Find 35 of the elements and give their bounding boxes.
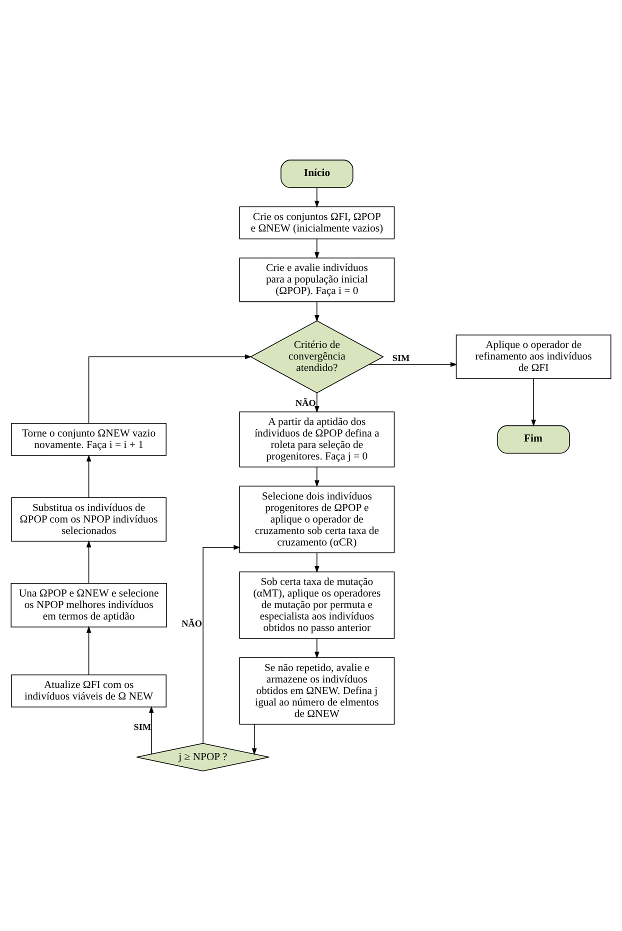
arrow bbox=[368, 362, 458, 367]
arrow bbox=[148, 706, 154, 754]
node-box: Selecione dois indivíduos progenitores de ΩPOP e aplique o operador de cruzamento sob certa taxa de cruzamento (αCR) bbox=[239, 486, 395, 554]
edge-label: SIM bbox=[392, 353, 410, 364]
arrow bbox=[314, 552, 320, 573]
arrow bbox=[88, 354, 252, 424]
arrow bbox=[314, 187, 320, 208]
arrow bbox=[252, 724, 257, 756]
edge-label: SIM bbox=[134, 722, 152, 732]
node-box: Se não repetido, avalie e armazene os indivíduos obtidos em ΩNEW. Defina j igual ao número de elmentos de ΩNEW bbox=[239, 657, 395, 725]
arrow bbox=[86, 626, 92, 676]
arrow bbox=[202, 545, 241, 744]
node-box: Crie os conjuntos ΩFI, ΩPOP e ΩNEW (inicialmente vazios) bbox=[239, 206, 395, 240]
node-box: Atualize ΩFI com os indivíduos viáveis de Ω NEW bbox=[11, 674, 166, 708]
node-box: A partir da aptidão dos índividuos de ΩPOP defina a roleta para seleção de progenitores. Faça j = 0 bbox=[239, 412, 395, 468]
node-box: Início bbox=[280, 160, 354, 188]
node-diamond: j ≥ NPOP ? bbox=[136, 742, 270, 772]
arrow bbox=[314, 238, 320, 260]
node-box: Torne o conjunto ΩNEW vazio novamente. Faça i = i + 1 bbox=[11, 423, 166, 456]
arrow bbox=[314, 638, 320, 659]
arrow bbox=[314, 466, 320, 488]
node-box: Substitua os indivíduos de ΩPOP com os NPOP indivíduos selecionados bbox=[11, 497, 166, 542]
node-diamond: Critério de convergência atendido? bbox=[250, 320, 384, 394]
node-box: Fim bbox=[497, 425, 570, 454]
edge-label: NÃO bbox=[296, 398, 316, 408]
arrow bbox=[86, 454, 92, 498]
arrow bbox=[314, 301, 320, 322]
node-box: Sob certa taxa de mutação (αMT), aplique os operadores de mutação por permuta e especialista aos indivíduos obtidos no passo anterior bbox=[239, 572, 395, 639]
node-box: Aplique o operador de refinamento aos indivíduos de ΩFI bbox=[456, 334, 612, 379]
arrow bbox=[314, 392, 320, 413]
node-box: Crie e avalie indivíduos para a população inicial (ΩPOP). Faça i = 0 bbox=[239, 258, 395, 302]
edge-label: NÃO bbox=[182, 618, 202, 629]
arrow bbox=[86, 540, 92, 584]
arrow bbox=[531, 378, 536, 427]
node-box: Una ΩPOP e ΩNEW e selecione os NPOP melhores indivíduos em termos de aptidão bbox=[10, 583, 167, 628]
